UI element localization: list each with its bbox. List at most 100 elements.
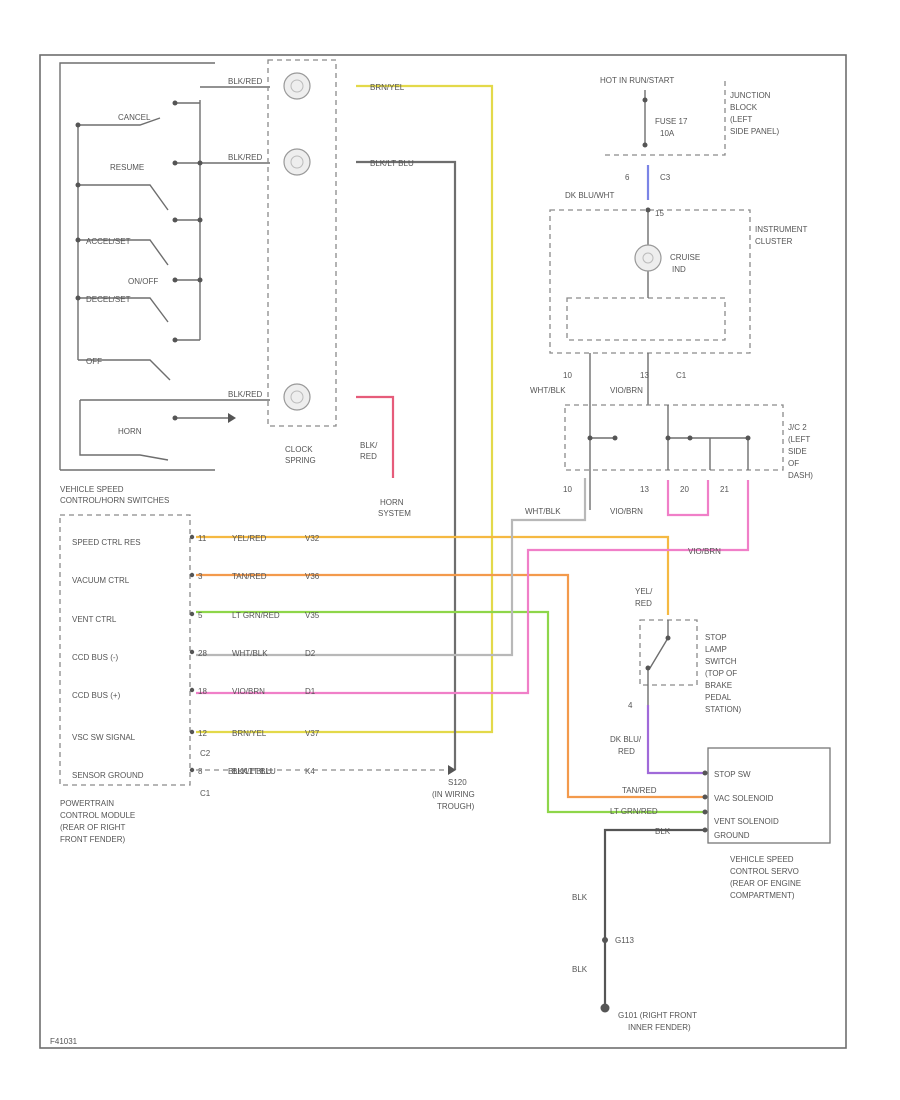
clock-spring-wire-2: BLK/RED xyxy=(228,153,262,162)
pcm-pin-label: SPEED CTRL RES xyxy=(72,538,141,547)
wire-brn-yel-label: BRN/YEL xyxy=(370,83,405,92)
wire-blk-red-label: BLK/RED xyxy=(360,441,378,461)
wire-yel-red xyxy=(196,535,670,615)
jc-pin-20-label: 20 xyxy=(680,485,689,494)
jc-pin-13-label: 13 xyxy=(640,485,649,494)
cluster-vio-brn-label: VIO/BRN xyxy=(610,386,643,395)
pcm-pin-wire: BLK/LT BLU xyxy=(232,767,276,776)
diagram-frame xyxy=(39,54,847,1049)
jc-wht-blk-label: WHT/BLK xyxy=(525,507,561,516)
connector-c3-label: C3 xyxy=(660,173,671,182)
pcm-pin-code: V35 xyxy=(305,611,320,620)
pcm-pin-number: 11 xyxy=(198,534,207,543)
wire-blk-lt-blu-label: BLK/LT BLU xyxy=(370,159,414,168)
ground-eyelet xyxy=(600,1003,610,1013)
wire-blk-ground xyxy=(603,828,705,1005)
ground-blk-label-1: BLK xyxy=(572,893,588,902)
pcm-pin-label: VACUUM CTRL xyxy=(72,576,130,585)
servo-row-ground: GROUND xyxy=(714,831,750,840)
dk-blu-red-label: DK BLU/RED xyxy=(610,735,642,756)
vehicle-speed-control-servo: STOP SW VAC SOLENOID VENT SOLENOID GROUN… xyxy=(610,747,831,900)
pcm-pin-terminal xyxy=(189,611,195,617)
cluster-pin-13-label: 13 xyxy=(640,371,649,380)
wire-brn-yel xyxy=(196,84,494,734)
clock-spring-wire-1: BLK/RED xyxy=(228,77,262,86)
pcm-pin-number: 18 xyxy=(198,687,207,696)
wire-wht-blk xyxy=(196,478,587,657)
stop-switch-wire-label: YEL/RED xyxy=(635,587,653,608)
diagram-code: F41031 xyxy=(50,1037,78,1046)
pcm-pin-label: CCD BUS (+) xyxy=(72,691,121,700)
splice-arrow xyxy=(448,765,456,775)
pcm-pin-terminal xyxy=(189,534,195,540)
switch-off-label: OFF xyxy=(86,357,102,366)
pin-15-label: 15 xyxy=(655,209,664,218)
pcm-pin-number: 5 xyxy=(198,611,203,620)
switch-on-off-label: ON/OFF xyxy=(128,277,158,286)
switch-horn-label: HORN xyxy=(118,427,142,436)
wire-tan-red xyxy=(196,573,705,799)
connector-c1-pcm-label: C1 xyxy=(200,789,211,798)
pcm-pin-code: D1 xyxy=(305,687,316,696)
servo-row-vent-solenoid: VENT SOLENOID xyxy=(714,817,779,826)
pcm-pin-wire: BRN/YEL xyxy=(232,729,267,738)
pcm-pin-code: D2 xyxy=(305,649,316,658)
pcm-pin-terminal xyxy=(189,729,195,735)
stop-switch-pin-4: 4 xyxy=(628,701,633,710)
pcm-pin-wire: VIO/BRN xyxy=(232,687,265,696)
connector-c2-label: C2 xyxy=(200,749,211,758)
switch-cancel-label: CANCEL xyxy=(118,113,151,122)
switch-decel-set-label: DECEL/SET xyxy=(86,295,131,304)
sensor-ground-wire-label: BLK/LT BLU xyxy=(228,767,272,776)
wire-blk-red-horn xyxy=(356,395,395,478)
fuse-hot-label: HOT IN RUN/START xyxy=(600,76,674,85)
pcm-pin-terminal xyxy=(189,687,195,693)
servo-row-vac-solenoid: VAC SOLENOID xyxy=(714,794,774,803)
cluster-pin-10-label: 10 xyxy=(563,371,572,380)
pcm-pin-label: SENSOR GROUND xyxy=(72,771,144,780)
clock-spring-wire-3: BLK/RED xyxy=(228,390,262,399)
pcm-pin-terminal xyxy=(189,572,195,578)
pcm-pin-label: CCD BUS (-) xyxy=(72,653,119,662)
jc-pin-21-label: 21 xyxy=(720,485,729,494)
wire-blk-lt-blu xyxy=(356,160,457,770)
wire-dk-blu-red xyxy=(646,705,705,775)
pcm-pin-code: K4 xyxy=(305,767,315,776)
servo-tan-red-label: TAN/RED xyxy=(622,786,657,795)
cluster-wht-blk-label: WHT/BLK xyxy=(530,386,566,395)
vio-brn-right-label: VIO/BRN xyxy=(688,547,721,556)
pcm-pin-wire: WHT/BLK xyxy=(232,649,268,658)
pcm-pin-number: 8 xyxy=(198,767,203,776)
pcm-pin-terminal xyxy=(189,767,195,773)
jc-vio-brn-label: VIO/BRN xyxy=(610,507,643,516)
wire-vio-brn-loop xyxy=(666,480,710,517)
pcm-pin-terminal xyxy=(189,649,195,655)
pcm-pin-code: V32 xyxy=(305,534,320,543)
pcm-pin-wire: YEL/RED xyxy=(232,534,266,543)
pcm-pin-wire: LT GRN/RED xyxy=(232,611,280,620)
switch-accel-set-label: ACCEL/SET xyxy=(86,237,131,246)
servo-lt-grn-red-label: LT GRN/RED xyxy=(610,807,658,816)
pcm-pin-number: 3 xyxy=(198,572,203,581)
wire-dk-blu-wht-label: DK BLU/WHT xyxy=(565,191,614,200)
connector-c1-cluster-label: C1 xyxy=(676,371,687,380)
pcm-pin-number: 12 xyxy=(198,729,207,738)
